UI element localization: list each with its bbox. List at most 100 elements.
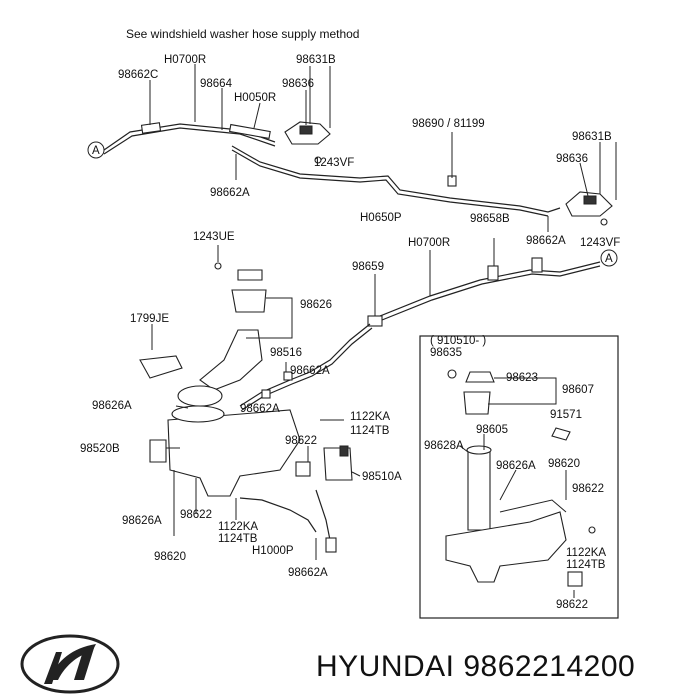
label-1122ka-a: 1122KA bbox=[350, 411, 390, 423]
hose-h0700r-mid-edge bbox=[369, 265, 601, 327]
leader-h0050r bbox=[253, 102, 261, 129]
inset-frame bbox=[419, 335, 619, 619]
leader-98631b-top bbox=[309, 66, 331, 128]
leader-98636-right bbox=[579, 162, 589, 197]
hose-h0650p-edge bbox=[231, 149, 549, 217]
label-91571: 91571 bbox=[550, 409, 582, 421]
callout-a-left-label: A bbox=[92, 145, 100, 157]
neck-98607 bbox=[463, 391, 491, 415]
clip-91571 bbox=[551, 427, 571, 441]
bolt-1243ue bbox=[214, 262, 222, 270]
label-1243vf-right: 1243VF bbox=[580, 237, 620, 249]
label-h0050r: H0050R bbox=[234, 92, 276, 104]
tank-98620 bbox=[167, 409, 301, 497]
leader-98631b-right bbox=[599, 142, 617, 200]
label-98622-inset-top: 98622 bbox=[572, 483, 604, 495]
label-1122ka-inset: 1122KA bbox=[566, 547, 606, 559]
label-98622-b: 98622 bbox=[180, 509, 212, 521]
label-98516: 98516 bbox=[270, 347, 302, 359]
clip-98659 bbox=[367, 315, 383, 327]
middle-hose-assembly: A bbox=[239, 238, 618, 411]
label-98662c: 98662C bbox=[118, 69, 158, 81]
joint-98662a-bottom bbox=[325, 537, 337, 553]
label-98626a-left: 98626A bbox=[92, 400, 132, 412]
label-98636-top: 98636 bbox=[282, 78, 314, 90]
hose-h0050r bbox=[228, 123, 271, 140]
nozzle-tip-right bbox=[583, 195, 597, 205]
label-1243vf-top: 1243VF bbox=[314, 157, 354, 169]
label-98626-top: 98626 bbox=[300, 299, 332, 311]
joint-98662a-mid bbox=[261, 389, 271, 399]
hyundai-logo-icon bbox=[20, 634, 120, 694]
label-98690-81199: 98690 / 81199 bbox=[412, 118, 485, 130]
neck-98626 bbox=[231, 289, 267, 313]
upper-hose-assembly: A bbox=[87, 64, 617, 232]
label-98659: 98659 bbox=[352, 261, 384, 273]
cap-98626 bbox=[237, 269, 263, 281]
bolt-1122ka-inset bbox=[588, 526, 596, 534]
label-h0700r-top: H0700R bbox=[164, 54, 206, 66]
strap-1799je bbox=[139, 355, 183, 379]
leader-98628a bbox=[459, 445, 469, 453]
label-98622-a: 98622 bbox=[285, 435, 317, 447]
clip-98635 bbox=[447, 369, 457, 379]
upper-left-hose-edge bbox=[103, 127, 276, 155]
label-1243ue: 1243UE bbox=[193, 231, 235, 243]
label-98628a: 98628A bbox=[424, 440, 464, 452]
leader-98607-group bbox=[488, 377, 557, 405]
grommet-98622-inset bbox=[567, 571, 583, 587]
part-labels: 98662C H0700R 98631B 98664 98636 H0050R … bbox=[80, 54, 620, 611]
leader-98626a-left bbox=[175, 405, 189, 409]
leader-98626a-inset bbox=[499, 469, 517, 501]
label-98664: 98664 bbox=[200, 78, 233, 90]
tank-top-edge-inset bbox=[499, 499, 567, 513]
hose-h0700r-mid bbox=[369, 261, 601, 323]
grommet-98622-a bbox=[295, 461, 311, 477]
label-98626a-inset: 98626A bbox=[496, 460, 536, 472]
main-reservoir bbox=[139, 245, 361, 560]
label-98658b: 98658B bbox=[470, 213, 510, 225]
pump-98510a-connector bbox=[339, 445, 349, 457]
label-98636-right: 98636 bbox=[556, 153, 588, 165]
clip-98658b-a bbox=[487, 265, 499, 281]
screw-1243vf-right bbox=[600, 218, 608, 226]
label-h1000p: H1000P bbox=[252, 545, 294, 557]
clip-98658b-b bbox=[531, 257, 543, 273]
leader-98510a bbox=[351, 471, 361, 477]
joint-98516 bbox=[283, 371, 293, 381]
filler-tube bbox=[199, 329, 263, 391]
nozzle-tip-top bbox=[299, 125, 313, 135]
label-98620-inset: 98620 bbox=[548, 458, 580, 470]
label-98520b: 98520B bbox=[80, 443, 120, 455]
callout-a-right bbox=[600, 249, 618, 267]
filler-joint bbox=[177, 385, 223, 407]
joint-98662c bbox=[140, 122, 162, 134]
label-98662a-bottom: 98662A bbox=[288, 567, 328, 579]
pump-98520b bbox=[149, 439, 167, 463]
label-98626a-bottom: 98626A bbox=[122, 515, 162, 527]
inset-panel: ( 910510- ) bbox=[419, 335, 619, 619]
label-1124tb-a: 1124TB bbox=[350, 425, 390, 437]
label-98510a: 98510A bbox=[362, 471, 402, 483]
cap-98623 bbox=[465, 371, 495, 383]
label-h0650p: H0650P bbox=[360, 212, 402, 224]
screw-1243vf-top bbox=[314, 156, 322, 164]
label-1122ka-b: 1122KA bbox=[218, 521, 258, 533]
callout-a-right-label: A bbox=[605, 253, 613, 265]
label-h0700r-mid: H0700R bbox=[408, 237, 450, 249]
label-1799je: 1799JE bbox=[130, 313, 169, 325]
brand-part-number: HYUNDAI 9862214200 bbox=[316, 650, 635, 683]
tank-inlet-98626a bbox=[171, 405, 225, 423]
label-98631b-right: 98631B bbox=[572, 131, 612, 143]
label-98662a-mid2: 98662A bbox=[240, 403, 280, 415]
label-98662a-mid: 98662A bbox=[290, 365, 330, 377]
label-98662a-right: 98662A bbox=[526, 235, 566, 247]
inset-date: ( 910510- ) bbox=[430, 335, 486, 347]
label-1124tb-inset: 1124TB bbox=[566, 559, 606, 571]
hose-h1000p bbox=[239, 497, 317, 533]
hose-98662a-bottom bbox=[315, 489, 331, 541]
label-98631b-top: 98631B bbox=[296, 54, 336, 66]
leader-98626 bbox=[246, 297, 293, 339]
label-98623: 98623 bbox=[506, 372, 538, 384]
